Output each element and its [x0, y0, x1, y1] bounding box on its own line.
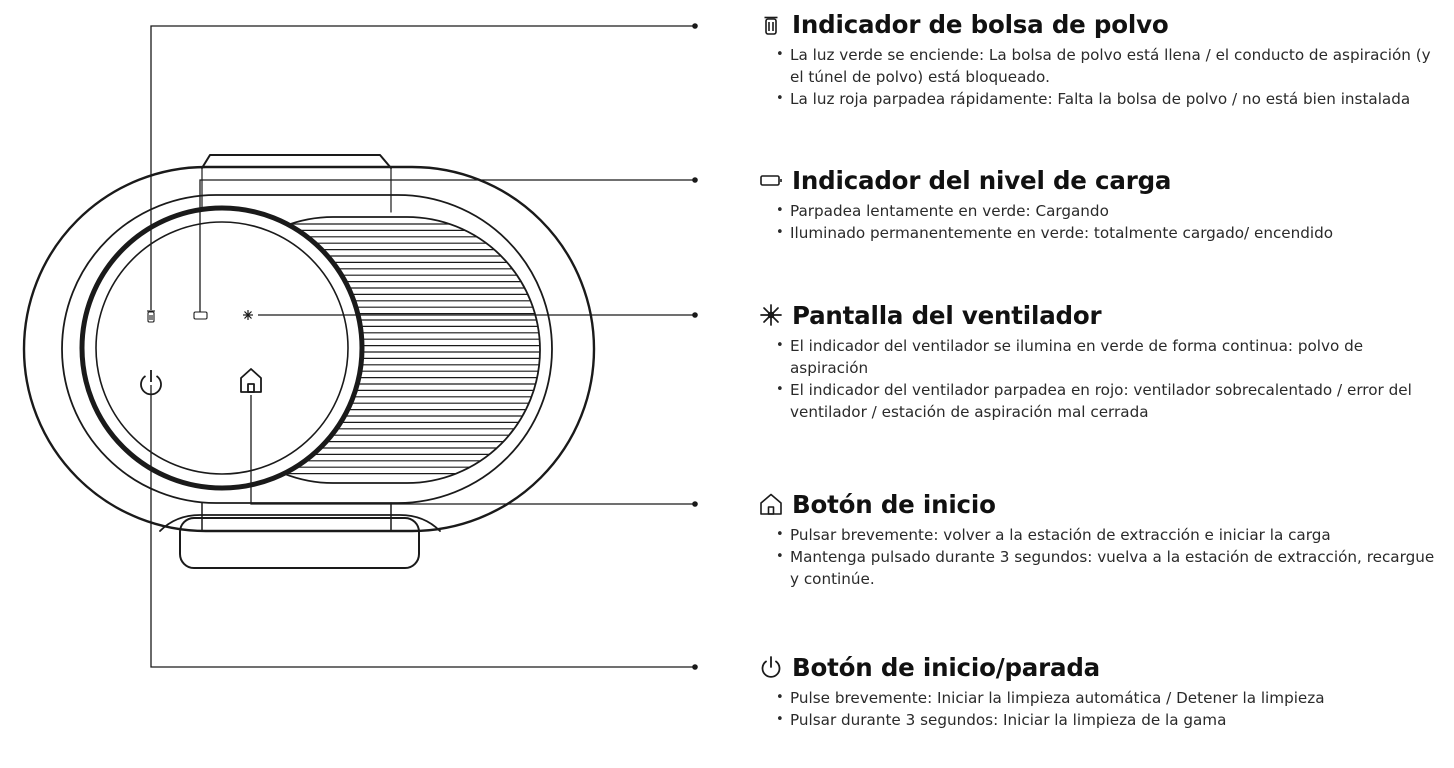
leader-battery	[199, 179, 693, 312]
section-fan-display: Pantalla del ventilador El indicador del…	[756, 297, 1446, 423]
section-charge-indicator: Indicador del nivel de carga Parpadea le…	[756, 162, 1446, 244]
section-home-button: Botón de inicio Pulsar brevemente: volve…	[756, 486, 1446, 590]
bullet: Parpadea lentamente en verde: Cargando	[776, 200, 1446, 222]
dust-bag-icon	[756, 9, 786, 39]
section-title: Botón de inicio/parada	[792, 652, 1100, 682]
section-title: Indicador del nivel de carga	[792, 165, 1172, 195]
device-top-handle	[201, 154, 392, 169]
bullet: La luz verde se enciende: La bolsa de po…	[776, 44, 1446, 88]
power-icon	[756, 652, 786, 682]
bullet: La luz roja parpadea rápidamente: Falta …	[776, 88, 1446, 110]
fan-indicator	[243, 310, 253, 320]
section-dust-bag-indicator: Indicador de bolsa de polvo La luz verde…	[756, 6, 1446, 110]
bullet: Mantenga pulsado durante 3 segundos: vue…	[776, 546, 1446, 590]
device-bottom-grip	[159, 514, 441, 532]
section-title: Indicador de bolsa de polvo	[792, 9, 1169, 39]
leader-power	[150, 385, 693, 668]
section-title: Botón de inicio	[792, 489, 996, 519]
control-dial-face	[95, 221, 349, 475]
home-icon	[756, 489, 786, 519]
dust-bag-indicator	[147, 310, 155, 323]
leader-dust-bag	[150, 25, 693, 310]
bullet: Pulsar durante 3 segundos: Iniciar la li…	[776, 709, 1446, 731]
bullet: Pulse brevemente: Iniciar la limpieza au…	[776, 687, 1446, 709]
device-outer-body	[22, 165, 596, 533]
device-inner-panel	[61, 194, 553, 504]
bullet: Pulsar brevemente: volver a la estación …	[776, 524, 1446, 546]
battery-icon	[756, 165, 786, 195]
fan-icon	[756, 300, 786, 330]
home-button	[240, 368, 262, 393]
section-start-stop-button: Botón de inicio/parada Pulse brevemente:…	[756, 649, 1446, 731]
leader-home	[250, 395, 693, 505]
bullet: Iluminado permanentemente en verde: tota…	[776, 222, 1446, 244]
bullet: El indicador del ventilador se ilumina e…	[776, 335, 1446, 379]
bullet: El indicador del ventilador parpadea en …	[776, 379, 1446, 423]
section-title: Pantalla del ventilador	[792, 300, 1102, 330]
